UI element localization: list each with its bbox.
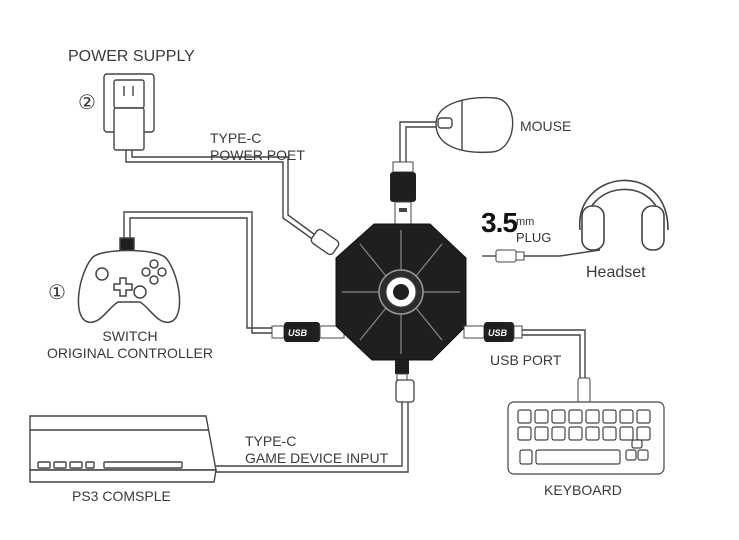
plug-word-label: PLUG (516, 230, 552, 245)
usb-port-label: USB PORT (490, 352, 562, 368)
type-c-plug-icon (310, 228, 340, 256)
keyboard-key (636, 426, 651, 441)
keyboard-key (551, 409, 566, 424)
console-icon (29, 415, 217, 483)
switch-label-2: ORIGINAL CONTROLLER (47, 345, 213, 361)
keyboard-key (568, 426, 583, 441)
keyboard-usb-tag: USB (488, 328, 508, 338)
plug-unit-label: mm (516, 216, 535, 228)
power-supply-label: POWER SUPPLY (68, 48, 195, 65)
keyboard-key (517, 409, 532, 424)
keyboard-key (619, 409, 634, 424)
audio-jack-icon (482, 249, 525, 263)
keyboard-key (636, 409, 651, 424)
gamepad-icon (77, 237, 181, 323)
keyboard-usb-plug-icon (463, 322, 523, 342)
keyboard-key (585, 409, 600, 424)
keyboard-icon (507, 401, 665, 475)
keyboard-key (602, 409, 617, 424)
headset-label: Headset (586, 264, 646, 281)
keyboard-key (534, 409, 549, 424)
power-outlet-icon (103, 73, 155, 151)
controller-usb-plug-icon (271, 322, 345, 342)
mouse-label: MOUSE (520, 118, 572, 134)
keyboard-key (619, 426, 634, 441)
keyboard-label: KEYBOARD (544, 482, 622, 498)
type-c-game-label-2: GAME DEVICE INPUT (245, 450, 389, 466)
keyboard-key (585, 426, 600, 441)
power-number-label: ② (78, 90, 96, 114)
keyboard-key (602, 426, 617, 441)
keyboard-key (534, 426, 549, 441)
headset-icon (579, 179, 669, 251)
cables (123, 121, 601, 473)
hub-icon (335, 223, 467, 361)
type-c-power-label-1: TYPE-C (210, 130, 262, 146)
controller-number-label: ① (48, 280, 66, 304)
hub-bottom-port-icon (395, 360, 415, 403)
keyboard-key (568, 409, 583, 424)
type-c-game-label-1: TYPE-C (245, 433, 297, 449)
plug-size-label: 3.5 (481, 207, 518, 238)
ps3-label: PS3 COMSPLE (72, 488, 171, 504)
controller-usb-tag: USB (288, 328, 308, 338)
switch-label-1: SWITCH (102, 328, 158, 344)
mouse-icon (435, 96, 514, 154)
mouse-usb-plug-icon (390, 161, 416, 225)
type-c-power-label-2: POWER POET (210, 147, 305, 163)
keyboard-key (551, 426, 566, 441)
keyboard-key (517, 426, 532, 441)
keyboard-cable-plug-icon (577, 377, 591, 405)
